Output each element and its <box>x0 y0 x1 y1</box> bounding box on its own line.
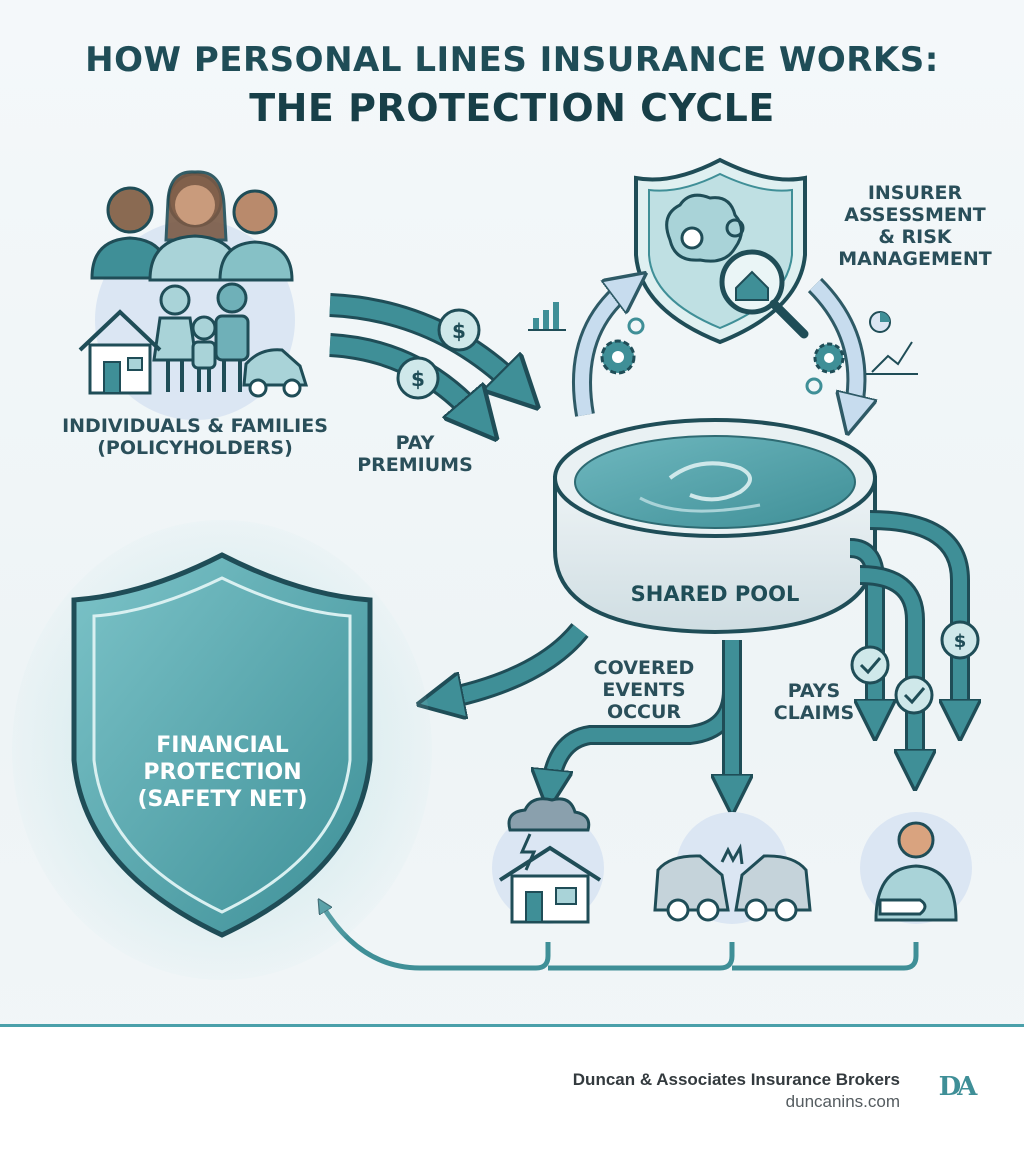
premiums-label-line-2: PREMIUMS <box>357 454 473 476</box>
covered-events-label-line-2: EVENTS <box>602 679 686 701</box>
protection-label-line-2: PROTECTION <box>143 760 302 785</box>
insurer-label-line-1: INSURER <box>867 182 963 204</box>
svg-text:$: $ <box>954 631 967 652</box>
gear-icon <box>600 317 845 395</box>
policyholders-label-line-2: (POLICYHOLDERS) <box>97 437 293 459</box>
policyholders-label: INDIVIDUALS & FAMILIES (POLICYHOLDERS) <box>40 415 350 459</box>
shared-pool-label: SHARED POOL <box>630 582 800 606</box>
shared-pool-icon <box>553 418 877 635</box>
bar-chart-icon <box>528 302 566 331</box>
footer <box>0 1024 1024 1154</box>
title-line-2: THE PROTECTION CYCLE <box>249 86 775 130</box>
svg-text:$: $ <box>452 319 466 343</box>
pool-to-protection-arrow <box>440 622 589 700</box>
pays-claims-label-line-2: CLAIMS <box>773 702 855 724</box>
premiums-label: PAY PREMIUMS <box>350 432 480 476</box>
pie-chart-icon <box>866 311 918 375</box>
covered-events-label-line-1: COVERED <box>593 657 695 679</box>
covered-events-arrows <box>550 640 732 795</box>
pays-claims-label-line-1: PAYS <box>787 680 841 702</box>
pays-claims-label: PAYS CLAIMS <box>764 680 864 724</box>
protection-label: FINANCIAL PROTECTION (SAFETY NET) <box>100 732 345 813</box>
premiums-label-line-1: PAY <box>395 432 435 454</box>
logo-letters: DA <box>938 1072 978 1102</box>
insurer-label: INSURER ASSESSMENT & RISK MANAGEMENT <box>830 182 1000 270</box>
covered-events-label: COVERED EVENTS OCCUR <box>584 657 704 723</box>
protection-cycle-diagram: $ $ <box>12 157 1024 980</box>
insurer-label-line-2: ASSESSMENT <box>844 204 986 226</box>
covered-events-label-line-3: OCCUR <box>606 701 682 723</box>
protection-label-line-1: FINANCIAL <box>156 733 289 758</box>
storm-house-icon <box>492 797 604 924</box>
company-name: Duncan & Associates Insurance Brokers <box>572 1070 900 1089</box>
magnifier-house-icon <box>719 249 809 339</box>
return-to-protection-arrow <box>322 905 919 971</box>
company-website[interactable]: duncanins.com <box>785 1092 900 1111</box>
car-icon <box>242 348 309 398</box>
pays-claims-arrows <box>849 510 960 770</box>
financial-protection-shield <box>12 520 432 980</box>
insurer-label-line-4: MANAGEMENT <box>838 248 992 270</box>
dollar-coin-icon: $ $ <box>396 308 481 400</box>
family-icon <box>152 282 250 392</box>
protection-label-line-3: (SAFETY NET) <box>137 787 308 812</box>
svg-text:$: $ <box>411 367 425 391</box>
dollar-coin-icon: $ <box>940 620 980 660</box>
check-icon <box>850 645 934 715</box>
insurer-label-line-3: & RISK <box>878 226 952 248</box>
policyholders-label-line-1: INDIVIDUALS & FAMILIES <box>62 415 328 437</box>
insurer-arrows <box>572 285 856 415</box>
house-icon <box>78 309 162 395</box>
title-line-1: HOW PERSONAL LINES INSURANCE WORKS: <box>85 40 939 80</box>
car-crash-icon <box>653 812 812 924</box>
brain-gears-icon <box>665 193 745 263</box>
injured-person-icon <box>860 812 972 924</box>
